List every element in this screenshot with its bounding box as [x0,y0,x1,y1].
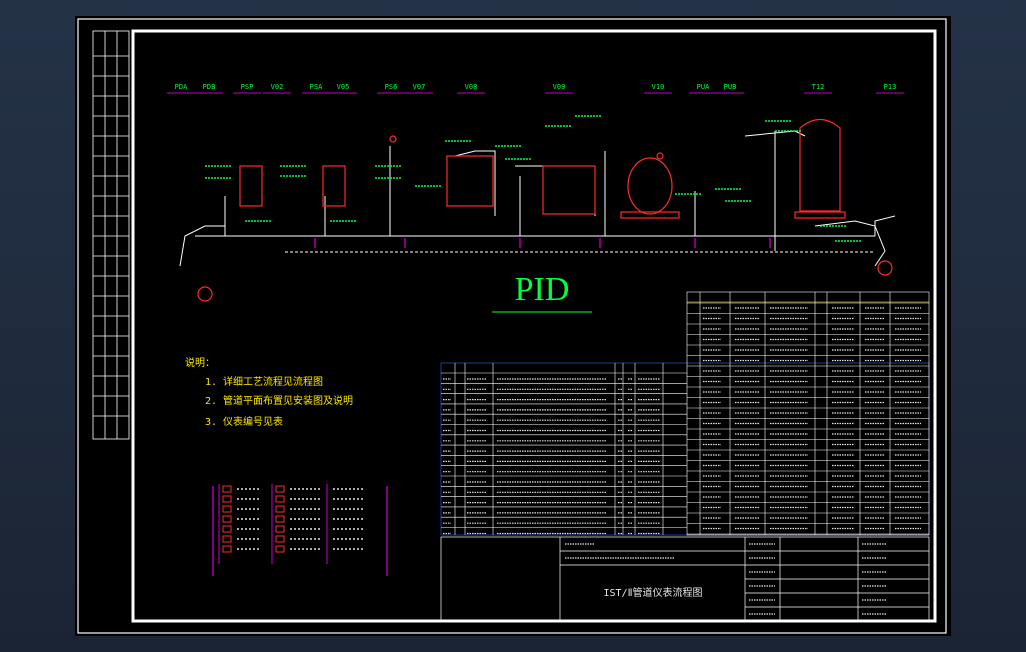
note-item-3: 3. 仪表编号见表 [205,415,283,428]
notes-block: 说明： 1. 详细工艺流程见流程图 2. 管道平面布置见安装图及说明 3. 仪表… [185,356,353,428]
dosing-tank-a [239,165,263,207]
note-item-1: 1. 详细工艺流程见流程图 [205,375,323,388]
legend-symbol [222,535,232,543]
equipment-tag: V02 [271,83,284,91]
legend-symbol [275,505,285,513]
equipment-schedule-table [440,291,930,536]
legend-symbol [275,515,285,523]
process-equipment [197,118,893,302]
instrument-labels [205,115,861,242]
note-item-2: 2. 管道平面布置见安装图及说明 [205,394,353,407]
equipment-tag: V08 [465,83,478,91]
feed-pump [197,286,213,302]
equipment-tag: PUA [697,83,710,91]
drawing-title-pid: PID [515,271,570,308]
equipment-tag: PSP [241,83,254,91]
equipment-tag: V05 [337,83,350,91]
legend-symbol [275,535,285,543]
symbol-legend [212,484,388,576]
legend-symbol [222,525,232,533]
filter-vessel [627,157,673,215]
equipment-tag: PDA [175,83,188,91]
notes-heading: 说明： [185,356,215,369]
title-block-drawing-name: IST/Ⅱ管道仪表流程图 [603,586,702,599]
transfer-pump [877,260,893,276]
equipment-tag: V07 [413,83,426,91]
binding-strip [92,30,130,440]
equipment-tag: P13 [884,83,897,91]
legend-symbol [222,495,232,503]
legend-symbol [222,505,232,513]
legend-symbol [222,515,232,523]
drawing-sheet: PDA PDB PSP V02 PSA V05 PS6 V07 V08 V09 V10 PUA PUB T… [75,16,951,636]
dosing-tank-b [322,165,346,207]
mixer-unit [446,155,494,207]
storage-tank [799,118,841,212]
equipment-tag: PUB [724,83,737,91]
process-pipes [179,130,896,267]
equipment-tag: PSA [310,83,323,91]
equipment-tag: PDB [203,83,216,91]
legend-symbol [275,485,285,493]
clarifier-tank [542,165,596,215]
legend-symbol [275,545,285,553]
equipment-tag: PS6 [385,83,398,91]
equipment-tag: V10 [652,83,665,91]
title-block [440,536,930,621]
equipment-tag: V09 [553,83,566,91]
legend-symbol [222,485,232,493]
pid-drawing: PDA PDB PSP V02 PSA V05 PS6 V07 V08 V09 V10 PUA PUB T… [77,18,947,634]
legend-symbol [222,545,232,553]
equipment-tag: T12 [812,83,825,91]
legend-symbol [275,525,285,533]
equipment-tag-row: PDA PDB PSP V02 PSA V05 PS6 V07 V08 V09 V10 PUA PUB T… [167,83,904,94]
drawing-frame [77,18,947,634]
legend-symbol [275,495,285,503]
